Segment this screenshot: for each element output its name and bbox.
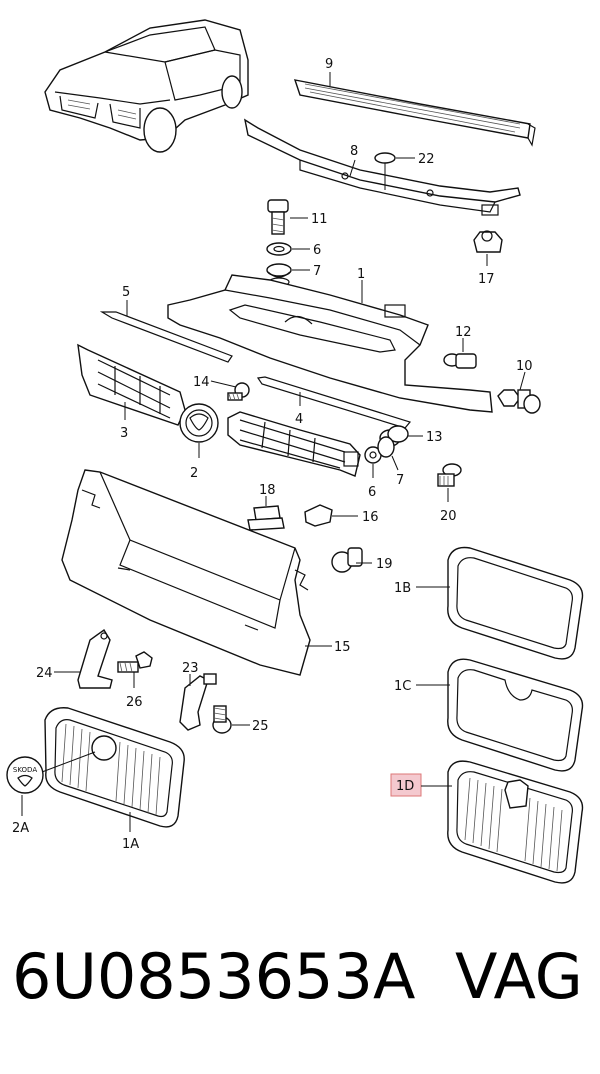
label-9: 9 xyxy=(325,57,333,72)
part-4-trim-strip xyxy=(256,376,412,429)
part-15-panel xyxy=(61,469,311,676)
part-17-nut xyxy=(473,230,503,253)
label-10: 10 xyxy=(516,359,533,374)
part-6-washer-upper xyxy=(266,242,292,256)
part-grille-insert-right xyxy=(227,411,361,477)
label-8: 8 xyxy=(350,144,358,159)
part-20-fastener xyxy=(437,463,462,487)
label-1: 1 xyxy=(357,267,365,282)
label-16: 16 xyxy=(362,510,379,525)
part-25-screw xyxy=(212,705,232,734)
label-15: 15 xyxy=(334,640,351,655)
part-9-foam-strip xyxy=(293,79,536,147)
part-1C-gasket xyxy=(447,658,584,772)
label-23: 23 xyxy=(182,661,199,676)
part-22-clip xyxy=(374,152,396,190)
label-19: 19 xyxy=(376,557,393,572)
exploded-parts-diagram: 9 8 22 11 6 7 17 xyxy=(6,19,584,884)
label-26: 26 xyxy=(126,695,143,710)
label-17: 17 xyxy=(478,272,495,287)
car-illustration xyxy=(44,19,249,153)
footer: 6U0853653A VAG xyxy=(0,940,600,1050)
label-5: 5 xyxy=(122,285,130,300)
part-12-clip xyxy=(443,353,477,369)
label-6-upper: 6 xyxy=(313,243,321,258)
label-2: 2 xyxy=(190,466,198,481)
emblem-text: SKODA xyxy=(13,766,37,774)
part-5-trim-strip xyxy=(99,311,233,363)
part-7-spring-washer-lower xyxy=(377,436,395,458)
part-23-bracket xyxy=(179,673,217,731)
part-10-bolt xyxy=(497,389,541,414)
part-1A-grille xyxy=(44,707,185,828)
part-2-emblem xyxy=(179,403,219,443)
label-1D-highlight xyxy=(390,773,422,797)
label-7-lower: 7 xyxy=(396,473,404,488)
part-26-bolt xyxy=(117,651,153,673)
label-4: 4 xyxy=(295,412,303,427)
label-3: 3 xyxy=(120,426,128,441)
part-14-screw xyxy=(227,382,250,401)
label-11: 11 xyxy=(311,212,328,227)
label-2A: 2A xyxy=(12,821,29,836)
label-18: 18 xyxy=(259,483,276,498)
brand: VAG xyxy=(455,940,583,1013)
part-18-clip xyxy=(247,505,285,531)
part-1D-grille xyxy=(447,760,584,884)
part-number: 6U0853653A xyxy=(12,940,416,1013)
label-24: 24 xyxy=(36,666,53,681)
part-8-cross-member xyxy=(243,118,521,216)
part-24-bracket xyxy=(77,628,113,689)
label-1A: 1A xyxy=(122,837,139,852)
label-7-upper: 7 xyxy=(313,264,321,279)
label-1B: 1B xyxy=(394,581,411,596)
part-7-spring-washer-upper xyxy=(266,263,292,287)
label-1D: 1D xyxy=(396,779,414,794)
label-20: 20 xyxy=(440,509,457,524)
label-14: 14 xyxy=(193,375,210,390)
part-19-rivet xyxy=(331,547,363,573)
part-1-grille-frame xyxy=(167,274,493,413)
part-16-clip xyxy=(304,504,333,527)
part-3-grille-insert-left xyxy=(77,343,186,426)
label-13: 13 xyxy=(426,430,443,445)
label-25: 25 xyxy=(252,719,269,734)
label-12: 12 xyxy=(455,325,472,340)
part-1B-gasket xyxy=(447,546,584,660)
label-1C: 1C xyxy=(394,679,411,694)
label-22: 22 xyxy=(418,152,435,167)
label-6-lower: 6 xyxy=(368,485,376,500)
part-11-bolt xyxy=(267,199,289,235)
part-2A-emblem: SKODA xyxy=(6,756,44,794)
